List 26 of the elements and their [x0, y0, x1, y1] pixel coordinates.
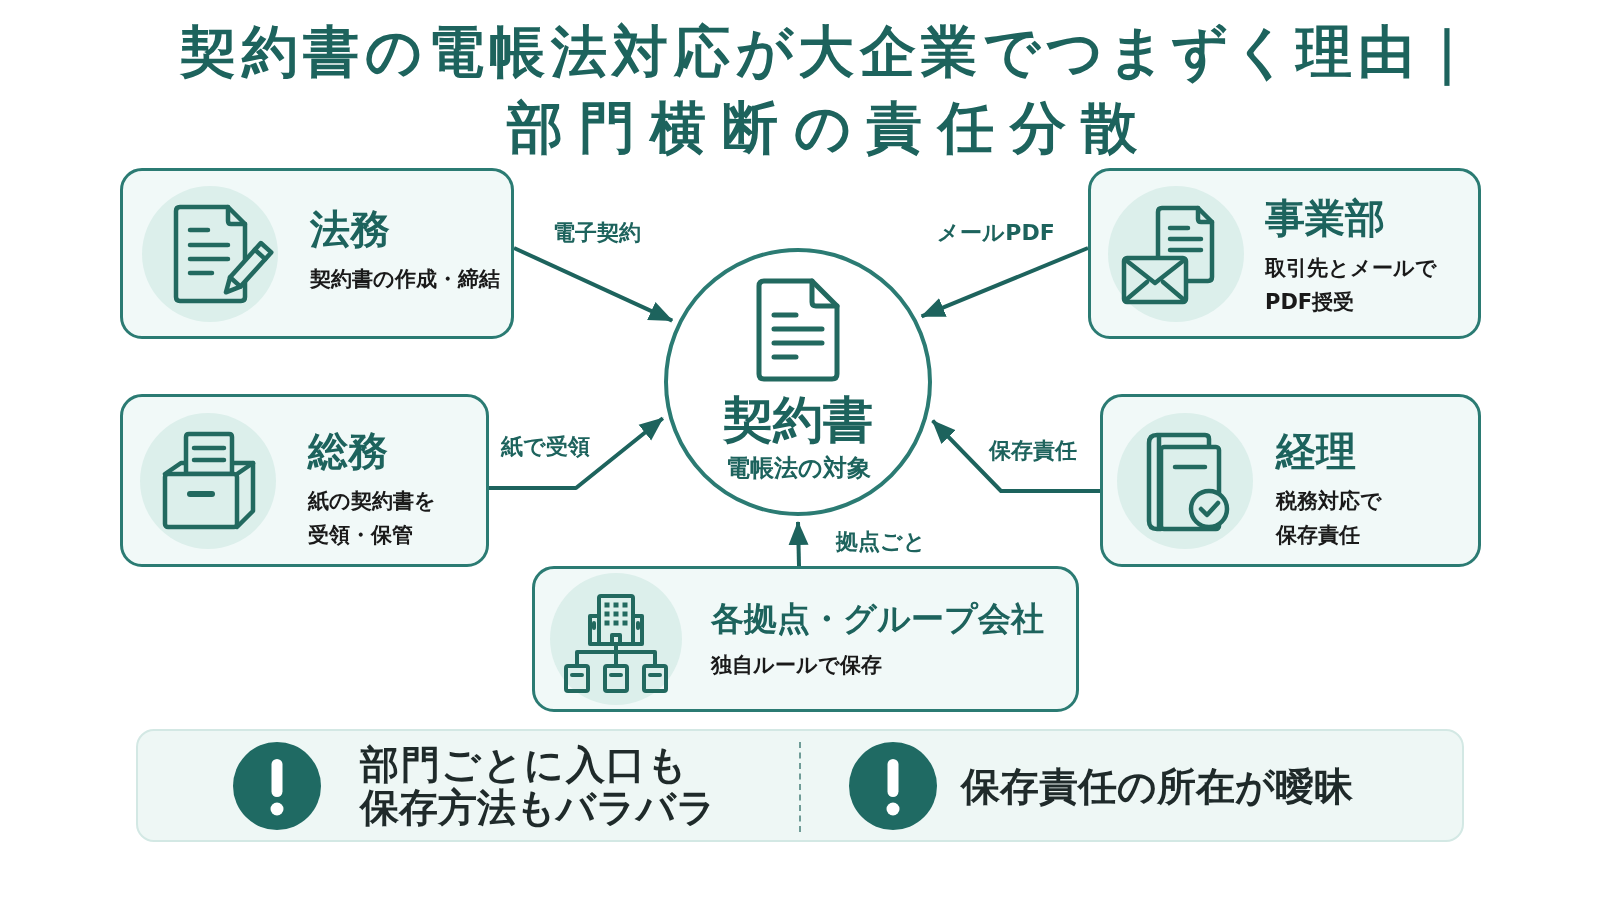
card-description: 税務対応で保存責任	[1276, 488, 1383, 549]
arrow	[788, 521, 809, 567]
circle-subtitle: 電帳法の対象	[725, 453, 871, 484]
arrow	[489, 416, 665, 490]
warning-text: 保存責任の所在が曖昧	[961, 764, 1353, 807]
card-heading: 経理	[1276, 427, 1357, 475]
card-heading: 法務	[310, 205, 391, 253]
info-card	[1088, 168, 1481, 339]
card-heading: 各拠点・グループ会社	[711, 599, 1044, 639]
title: 契約書の電帳法対応が大企業でつまずく理由｜部門横断の責任分散	[179, 18, 1481, 162]
arrow	[513, 246, 674, 323]
info-card	[1100, 394, 1481, 567]
arrow	[931, 419, 1100, 493]
card-description: 独自ルールで保存	[711, 651, 883, 679]
warning-text: 部門ごとに入口も保存方法もバラバラ	[360, 742, 717, 829]
card-heading: 総務	[308, 427, 389, 475]
info-card	[532, 566, 1079, 712]
info-card	[120, 168, 514, 339]
arrow	[920, 246, 1089, 319]
card-heading: 事業部	[1265, 194, 1386, 242]
card-description: 紙の契約書を受領・保管	[308, 488, 437, 549]
info-card	[120, 394, 489, 567]
circle-heading: 契約書	[723, 390, 873, 450]
card-description: 取引先とメールでPDF授受	[1265, 255, 1438, 316]
warning-banner	[136, 729, 1464, 842]
card-description: 契約書の作成・締結	[310, 266, 500, 293]
